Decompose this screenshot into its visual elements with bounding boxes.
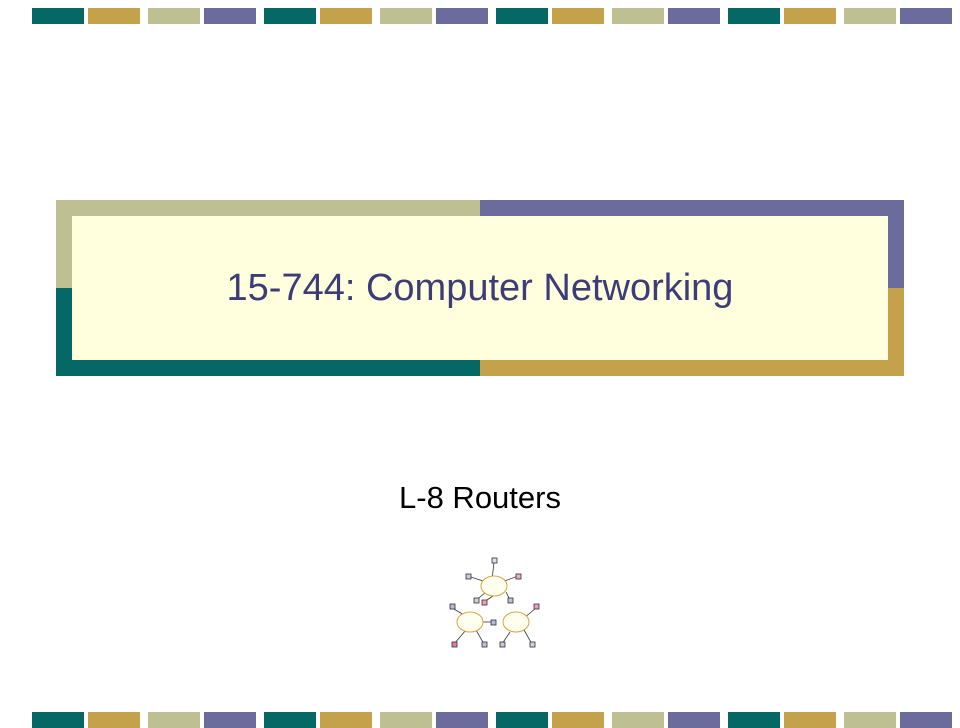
slide-title: 15-744: Computer Networking xyxy=(226,266,734,309)
network-clouds-icon xyxy=(449,557,540,648)
bottom-decorative-stripe xyxy=(32,712,952,728)
title-box: 15-744: Computer Networking xyxy=(72,216,888,360)
title-frame: 15-744: Computer Networking xyxy=(56,200,904,376)
slide-subtitle: L-8 Routers xyxy=(399,480,561,515)
top-decorative-stripe xyxy=(32,8,952,24)
